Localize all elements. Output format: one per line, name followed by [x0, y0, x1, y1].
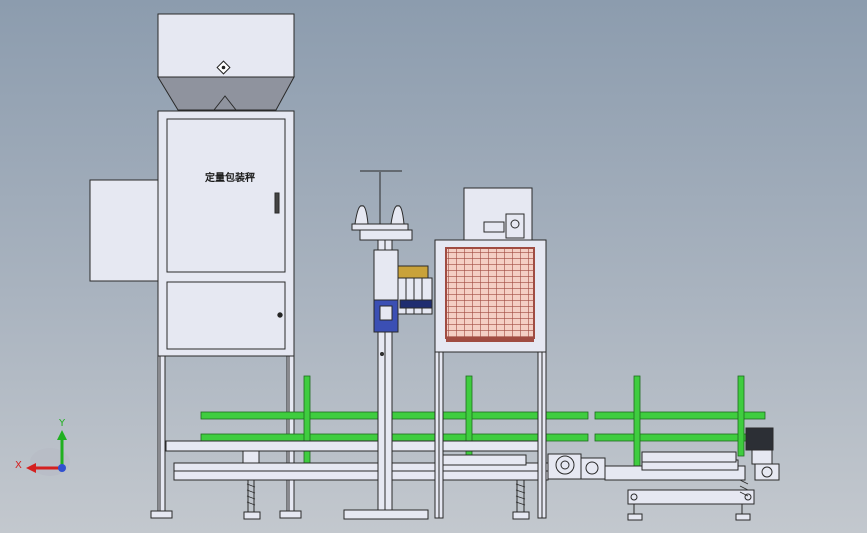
adjustable-foot-2	[512, 480, 530, 520]
outfeed-motor	[745, 427, 774, 451]
weighing-scale-unit	[89, 13, 302, 519]
bag-sewing-unit	[343, 170, 433, 520]
scale-leg-right	[286, 355, 295, 512]
cabinet-label: 定量包装秤	[205, 171, 255, 184]
outfeed-conveyor	[604, 427, 780, 521]
sewing-gear-band	[397, 265, 429, 279]
y-axis-label: Y	[58, 418, 66, 429]
upper-cabinet-door	[166, 118, 286, 273]
heater-panel	[445, 247, 535, 339]
hopper-warning-icon	[216, 60, 231, 75]
x-axis-label: X	[15, 460, 22, 471]
scale-leg-left	[157, 355, 166, 512]
belt-conveyor	[165, 440, 606, 520]
hopper-cone	[157, 76, 295, 111]
adjustable-foot-1	[242, 450, 261, 520]
coordinate-triad	[26, 430, 70, 476]
heat-sealing-unit	[434, 187, 547, 519]
side-control-box	[89, 179, 159, 282]
lower-cabinet-door	[166, 281, 286, 350]
sewing-motor	[397, 277, 433, 315]
